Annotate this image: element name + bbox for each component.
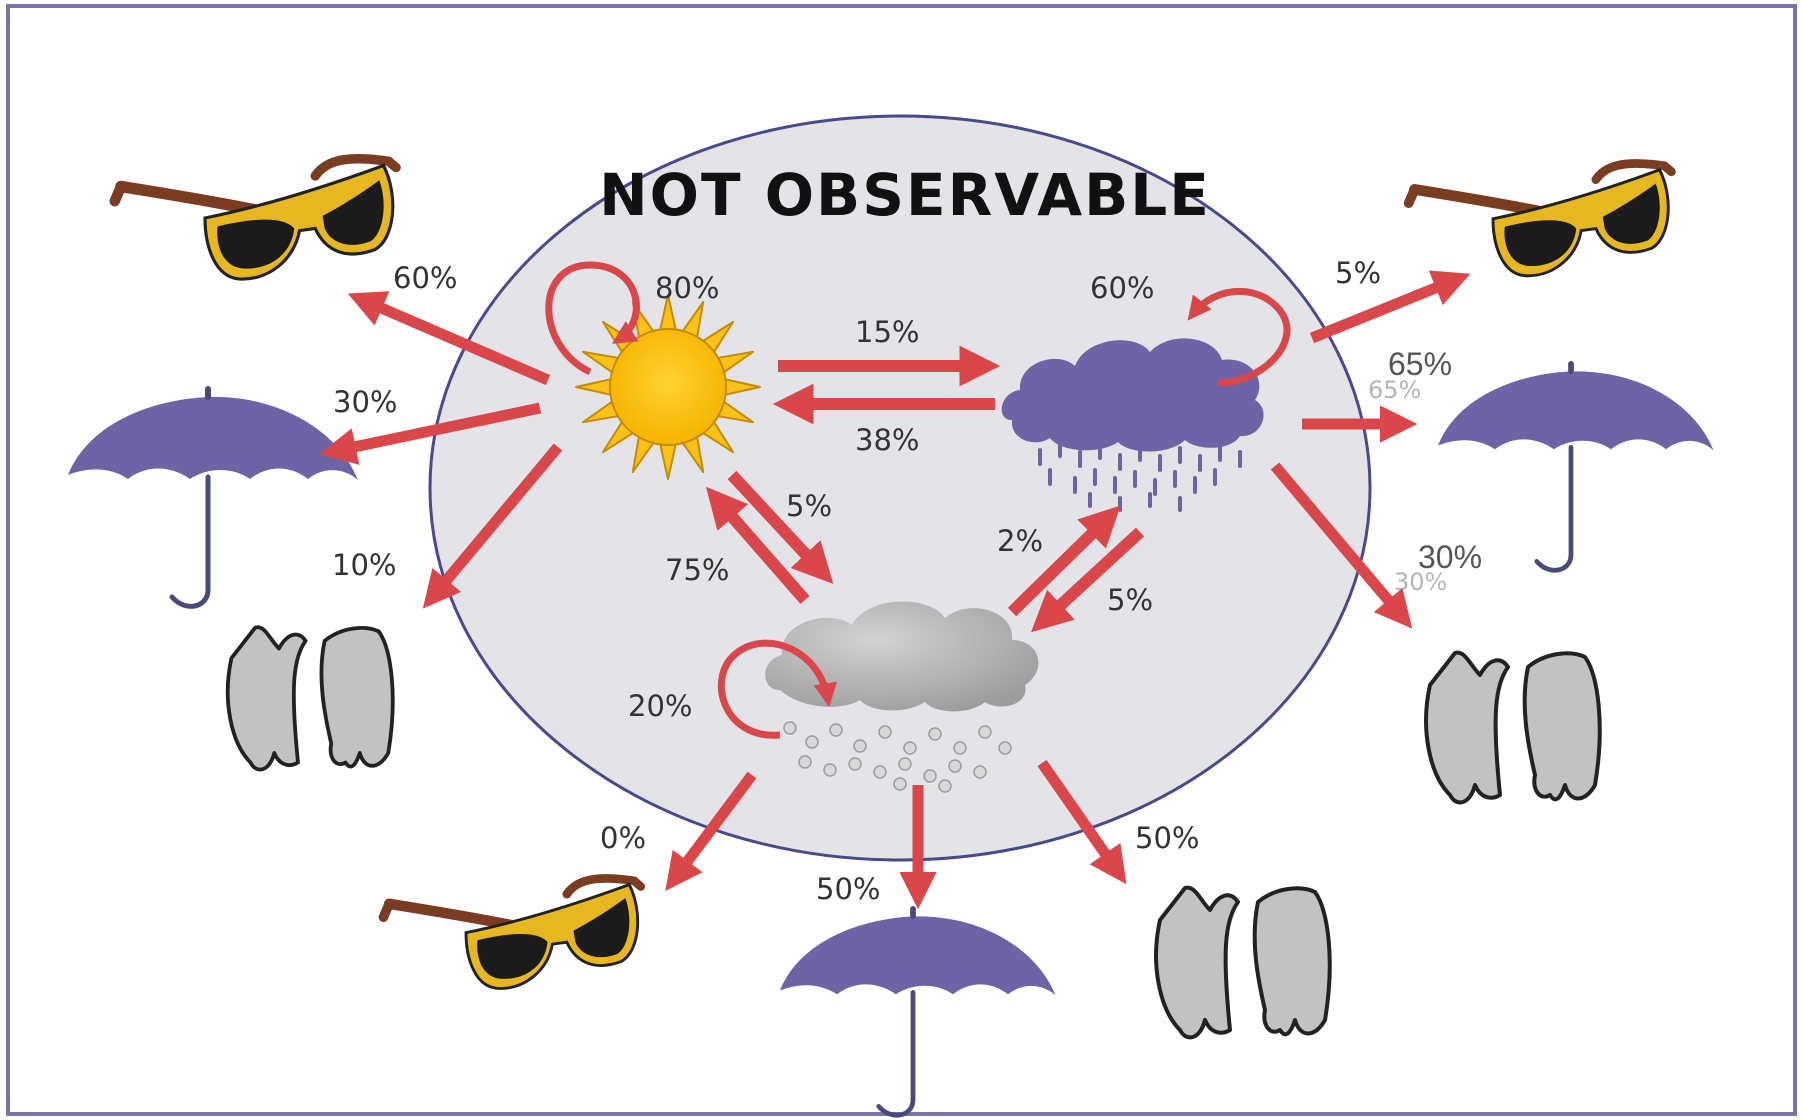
label-sunny-rainy: 15%: [855, 315, 919, 349]
sunglasses-icon: [115, 159, 396, 279]
mittens-icon: [1426, 653, 1600, 803]
label-snowy-sunglasses: 0%: [600, 821, 646, 855]
sunglasses-icon: [1409, 163, 1672, 275]
label-rainy-snowy: 5%: [1107, 583, 1153, 617]
sun-icon: [576, 295, 760, 479]
label-rainy-sunny: 38%: [855, 423, 919, 457]
label-snowy-sunny: 75%: [665, 553, 729, 587]
label-snowy-rainy: 2%: [997, 524, 1043, 558]
label-sunny-snowy: 5%: [786, 489, 832, 523]
umbrella-icon: [68, 389, 358, 606]
label-snowy-mittens: 50%: [1135, 821, 1199, 855]
mittens-icon: [228, 627, 393, 769]
label-snowy-snowy: 20%: [628, 689, 692, 723]
diagram-title: NOT OBSERVABLE: [599, 161, 1211, 229]
label-sunny-sunny: 80%: [655, 271, 719, 305]
sunglasses-icon: [383, 878, 640, 988]
label-rainy-sunglasses: 5%: [1335, 256, 1381, 290]
label-sunny-umbrella: 30%: [333, 385, 397, 419]
mittens-icon: [1156, 888, 1330, 1038]
label-snowy-umbrella: 50%: [816, 872, 880, 906]
label-sunny-sunglasses: 60%: [393, 261, 457, 295]
umbrella-icon: [780, 909, 1056, 1115]
label-rainy-mittens: 30%: [1418, 539, 1482, 575]
label-rainy-rainy: 60%: [1090, 271, 1154, 305]
label-rainy-umbrella: 65%: [1388, 346, 1452, 382]
label-sunny-mittens: 10%: [332, 548, 396, 582]
